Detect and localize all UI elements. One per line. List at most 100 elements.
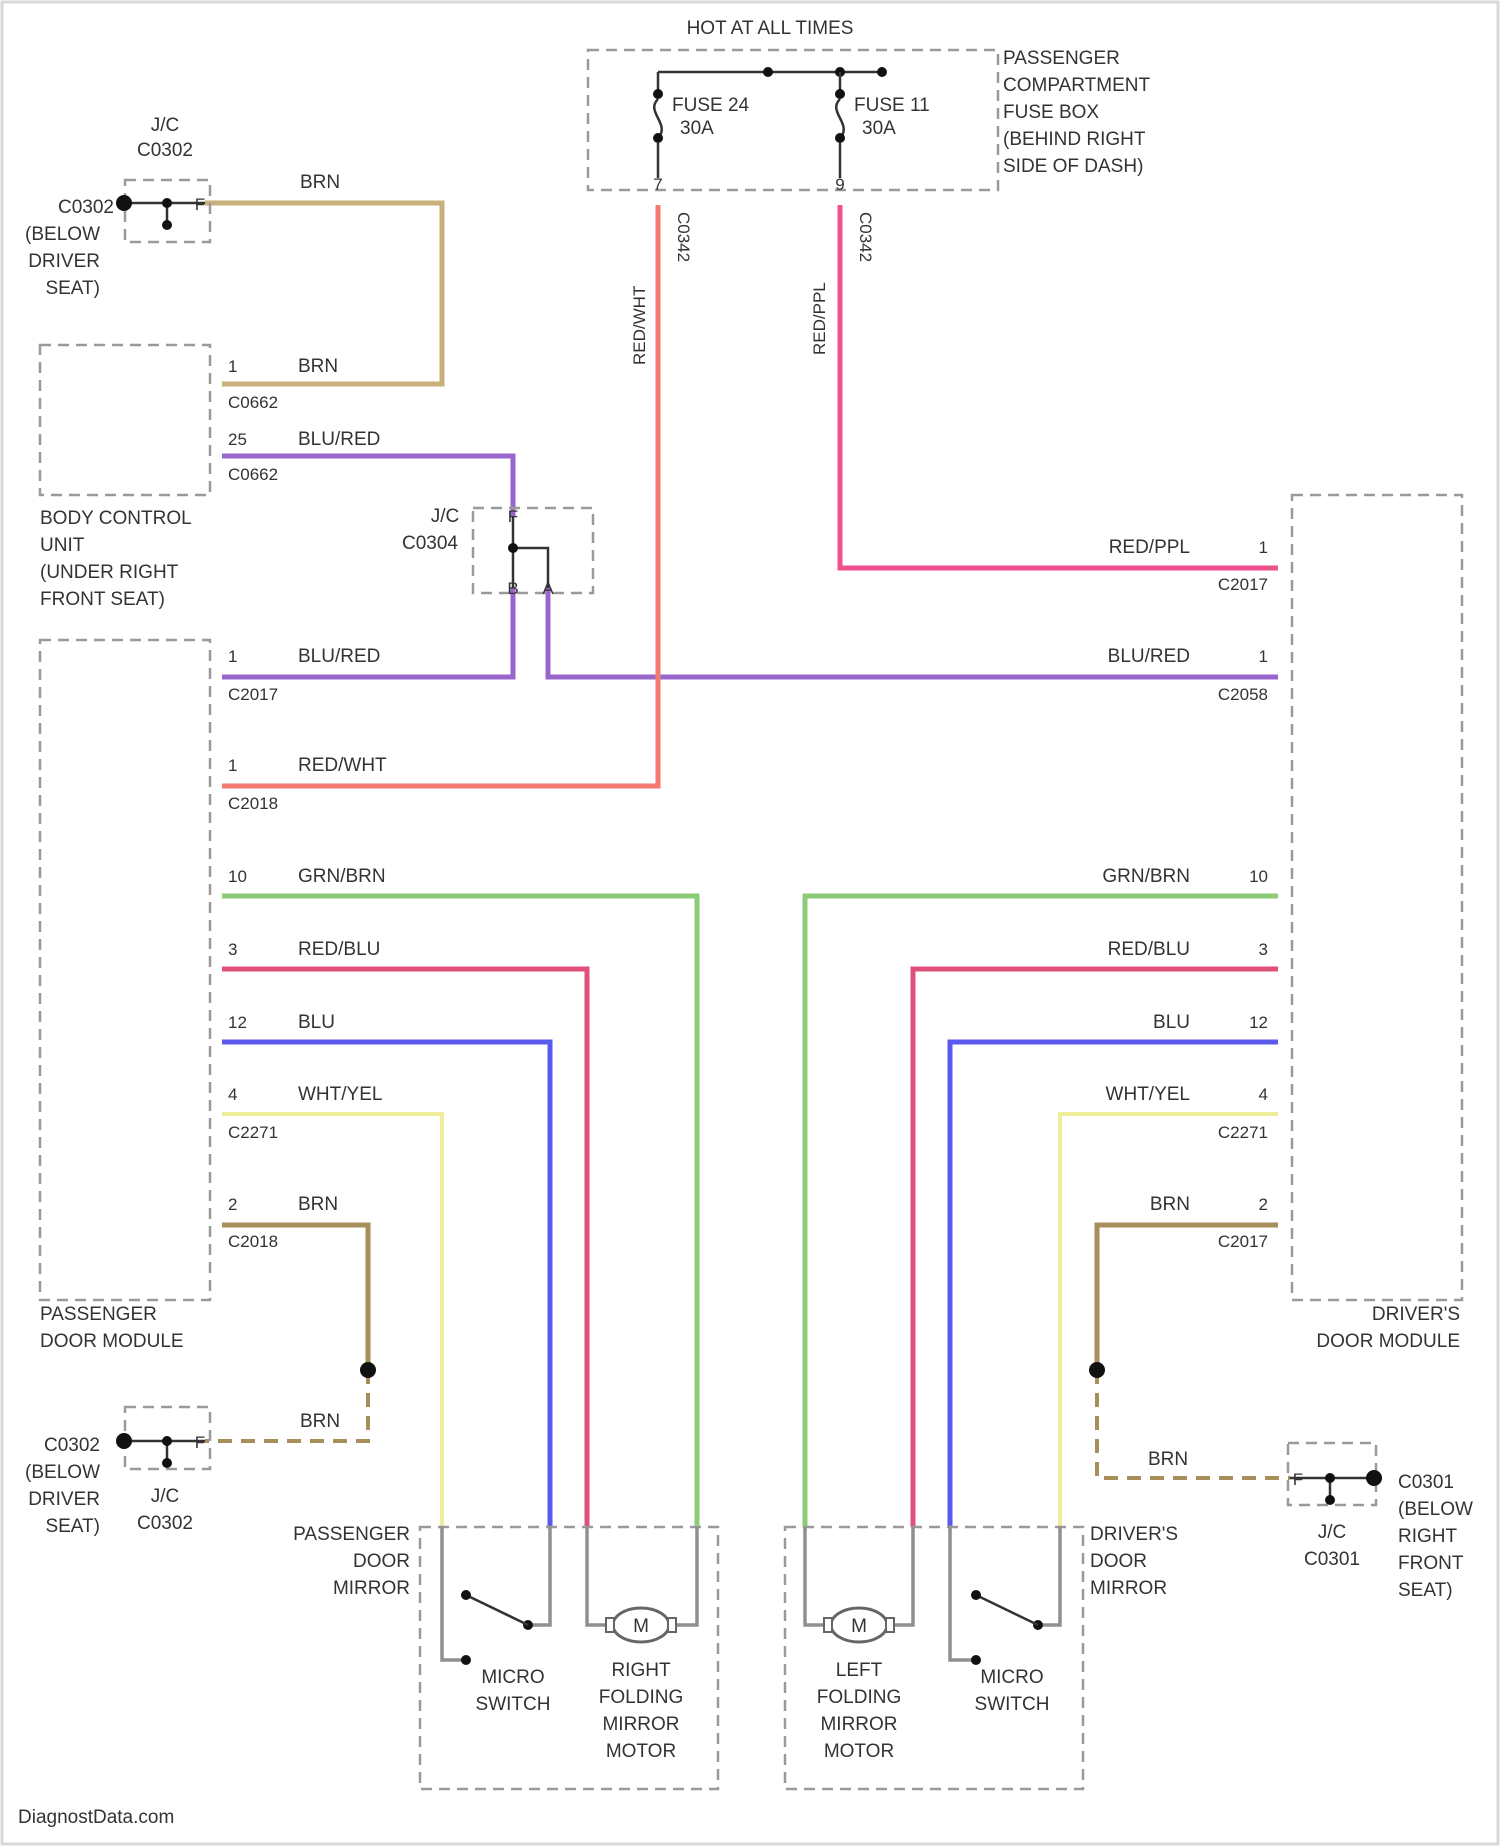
pm-connector: C2017 xyxy=(228,685,278,704)
wire-label-brn-bottom-right: BRN xyxy=(1148,1449,1188,1470)
micro-switch-icon xyxy=(976,1595,1038,1625)
bus-end-dot xyxy=(877,67,887,77)
ground-label-line: (BELOW xyxy=(25,224,100,245)
pm-wire-label: BLU xyxy=(298,1012,335,1033)
driver-module-label-line: DRIVER'S xyxy=(1372,1304,1460,1325)
fuse-box-label-line5: SIDE OF DASH) xyxy=(1003,156,1143,177)
fuse-11-rating: 30A xyxy=(862,118,896,139)
bcu-pin2-wire: BLU/RED xyxy=(298,429,380,450)
jc-c0302-top-pin: F xyxy=(195,195,205,214)
driver-motor-label-line: MIRROR xyxy=(820,1714,897,1735)
fuse-24-name: FUSE 24 xyxy=(672,95,750,116)
wire-wht-yel-passenger xyxy=(222,1114,442,1527)
bcu-pin2-connector: C0662 xyxy=(228,465,278,484)
splice-dot-driver xyxy=(1089,1362,1105,1378)
jc-c0304-pin-b: B xyxy=(507,579,518,598)
dm-pin-number: 2 xyxy=(1259,1195,1268,1214)
driver-mirror-label-line: DRIVER'S xyxy=(1090,1524,1178,1545)
ground-label-line: (BELOW xyxy=(25,1462,100,1483)
dm-pin-number: 3 xyxy=(1259,940,1268,959)
pm-wire-label: RED/WHT xyxy=(298,755,387,776)
driver-mirror-label-line: DOOR xyxy=(1090,1551,1147,1572)
passenger-switch-label-line: MICRO xyxy=(481,1667,544,1688)
ground-label-line: DRIVER xyxy=(28,251,100,272)
driver-motor-label-line: LEFT xyxy=(836,1660,883,1681)
jc-c0302-top-jc: J/C xyxy=(151,115,180,136)
jc-c0301-pin: F xyxy=(1293,1470,1303,1489)
driver-mirror-label-line: MIRROR xyxy=(1090,1578,1167,1599)
driver-door-module-outline xyxy=(1292,495,1462,1300)
wires xyxy=(205,203,1290,1527)
passenger-door-module-outline xyxy=(40,640,210,1300)
jc-c0301-jc: J/C xyxy=(1318,1522,1347,1543)
pm-pin-number: 1 xyxy=(228,756,237,775)
hot-at-all-times-label: HOT AT ALL TIMES xyxy=(687,18,854,39)
fuse-box-label-line1: PASSENGER xyxy=(1003,48,1120,69)
ground-label-line: C0301 xyxy=(1398,1472,1454,1493)
jc-c0302-bottom-dot xyxy=(162,1436,172,1446)
jc-c0304-pin-top: F xyxy=(508,507,518,526)
pm-pin-number: 2 xyxy=(228,1195,237,1214)
wire-brn-driver-ground xyxy=(1097,1370,1290,1478)
dm-pin-number: 4 xyxy=(1259,1085,1268,1104)
jc-c0304-bus xyxy=(513,517,548,588)
bcu-label-line: (UNDER RIGHT xyxy=(40,562,179,583)
micro-switch-icon xyxy=(466,1595,528,1625)
wire-label-brn-bottom-left: BRN xyxy=(300,1411,340,1432)
pm-pin-number: 3 xyxy=(228,940,237,959)
jc-c0304-dot xyxy=(508,543,518,553)
driver-switch-pivot xyxy=(971,1590,981,1600)
ground-point-c0302-bottom xyxy=(116,1433,132,1449)
jc-c0301-dot xyxy=(1325,1495,1335,1505)
pm-connector: C2018 xyxy=(228,794,278,813)
driver-motor-label-line: MOTOR xyxy=(824,1741,894,1762)
dm-wire-label: BRN xyxy=(1150,1194,1190,1215)
jc-c0304-jc: J/C xyxy=(431,506,460,527)
jc-c0301-dot xyxy=(1325,1473,1335,1483)
pm-connector: C2271 xyxy=(228,1123,278,1142)
red-wht-vertical-label: RED/WHT xyxy=(630,286,649,365)
jc-c0302-bottom-name: C0302 xyxy=(137,1513,193,1534)
driver-module-label-line: DOOR MODULE xyxy=(1316,1331,1460,1352)
jc-c0304-name: C0304 xyxy=(402,533,458,554)
passenger-switch-lead xyxy=(528,1527,550,1625)
jc-c0304-pin-a: A xyxy=(542,579,554,598)
passenger-mirror-label-line: MIRROR xyxy=(333,1578,410,1599)
ground-label-line: FRONT xyxy=(1398,1553,1464,1574)
wire-brn-passenger-ground xyxy=(205,1370,368,1441)
pm-pin-number: 4 xyxy=(228,1085,237,1104)
dm-wire-label: BLU xyxy=(1153,1012,1190,1033)
ground-label-line: SEAT) xyxy=(45,278,100,299)
ground-point-c0302-top xyxy=(116,195,132,211)
dm-connector: C2058 xyxy=(1218,685,1268,704)
ground-label-line: SEAT) xyxy=(1398,1580,1453,1601)
dm-wire-label: WHT/YEL xyxy=(1106,1084,1190,1105)
fuse-24-terminal xyxy=(653,133,663,143)
jc-c0302-bottom-pin: F xyxy=(195,1433,205,1452)
fuse-box-label: PASSENGER COMPARTMENT FUSE BOX (BEHIND R… xyxy=(1003,48,1150,177)
dm-wire-label: RED/PPL xyxy=(1109,537,1190,558)
ground-label-line: (BELOW xyxy=(1398,1499,1473,1520)
ground-label-line: C0302 xyxy=(58,197,114,218)
pm-wire-label: BRN xyxy=(298,1194,338,1215)
pm-wire-label: WHT/YEL xyxy=(298,1084,382,1105)
pm-pin-number: 12 xyxy=(228,1013,247,1032)
fuse-11-name: FUSE 11 xyxy=(854,95,930,116)
ground-point-c0301 xyxy=(1366,1470,1382,1486)
fuse-11-terminal xyxy=(835,133,845,143)
motor-symbol: M xyxy=(851,1616,867,1637)
ground-label-line: RIGHT xyxy=(1398,1526,1458,1547)
driver-switch-label-line: MICRO xyxy=(980,1667,1043,1688)
passenger-motor-label-line: FOLDING xyxy=(599,1687,683,1708)
pm-wire-label: RED/BLU xyxy=(298,939,380,960)
pm-wire-label: BLU/RED xyxy=(298,646,380,667)
motor-symbol: M xyxy=(633,1616,649,1637)
dm-pin-number: 1 xyxy=(1259,647,1268,666)
bcu-label-line: UNIT xyxy=(40,535,85,556)
footer-watermark: DiagnostData.com xyxy=(18,1807,174,1828)
wire-label-brn-top: BRN xyxy=(300,172,340,193)
jc-c0301-name: C0301 xyxy=(1304,1549,1360,1570)
wire-red-ppl xyxy=(840,205,1278,568)
bcu-label-line: FRONT SEAT) xyxy=(40,589,165,610)
